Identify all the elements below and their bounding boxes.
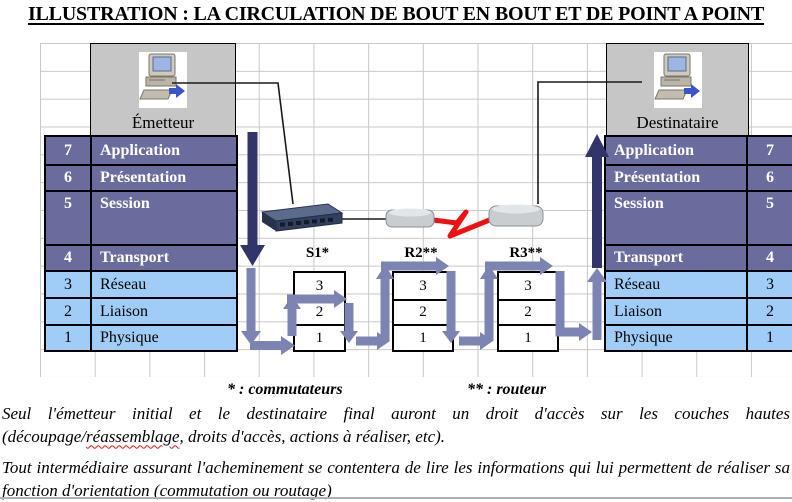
- layer-number: 4: [46, 244, 92, 270]
- router-r2-stack: 3 2 1: [392, 271, 454, 352]
- layer-number: 3: [46, 270, 92, 297]
- layer-name: Liaison: [92, 297, 236, 324]
- layer-name: Physique: [92, 324, 236, 350]
- layer-number: 7: [748, 137, 792, 164]
- layer-number: 5: [748, 190, 792, 244]
- page-title: ILLUSTRATION : LA CIRCULATION DE BOUT EN…: [27, 3, 765, 25]
- device-layer-cell: 1: [295, 324, 344, 350]
- layer-number: 2: [748, 297, 792, 324]
- layer-name: Réseau: [606, 270, 748, 297]
- layer-name: Présentation: [92, 164, 236, 190]
- device-layer-cell: 1: [499, 324, 557, 350]
- receiver-osi-stack: Application 7 Présentation 6 Session 5 T…: [604, 135, 792, 352]
- emitter-computer-icon: [139, 52, 187, 108]
- device-layer-cell: 2: [295, 299, 344, 324]
- layer-number: 7: [46, 137, 92, 164]
- layer-number: 2: [46, 297, 92, 324]
- receiver-box: Destinataire: [606, 43, 749, 137]
- switch-s1-stack: 3 2 1: [293, 271, 346, 352]
- layer-number: 1: [748, 324, 792, 350]
- device-layer-cell: 3: [295, 273, 344, 299]
- body-paragraph-2: Tout intermédiaire assurant l'achemineme…: [2, 458, 790, 500]
- layer-name: Session: [92, 190, 236, 244]
- body-paragraph-1: Seul l'émetteur initial et le destinatai…: [2, 403, 790, 448]
- layer-name: Application: [92, 137, 236, 164]
- device-layer-cell: 3: [394, 273, 452, 299]
- layer-name: Réseau: [92, 270, 236, 297]
- switch-s1-label: S1*: [305, 245, 330, 261]
- device-layer-cell: 2: [394, 299, 452, 324]
- receiver-label: Destinataire: [636, 113, 719, 132]
- device-layer-cell: 2: [499, 299, 557, 324]
- router-r2-label: R2**: [404, 245, 438, 261]
- layer-name: Application: [606, 137, 748, 164]
- body-text: Seul l'émetteur initial et le destinatai…: [2, 403, 790, 502]
- layer-name: Physique: [606, 324, 748, 350]
- footnote-router: ** : routeur: [467, 381, 547, 398]
- device-layer-cell: 1: [394, 324, 452, 350]
- paragraph-text: , droits d'accès, actions à réaliser, et…: [179, 426, 446, 446]
- emitter-osi-stack: 7 Application 6 Présentation 5 Session 4…: [44, 135, 238, 352]
- layer-number: 3: [748, 270, 792, 297]
- bottom-rule: [0, 497, 792, 499]
- layer-number: 1: [46, 324, 92, 350]
- layer-number: 6: [748, 164, 792, 190]
- device-layer-cell: 3: [499, 273, 557, 299]
- layer-number: 5: [46, 190, 92, 244]
- router-r3-stack: 3 2 1: [497, 271, 559, 352]
- footnote-switch: * : commutateurs: [227, 381, 343, 398]
- layer-number: 6: [46, 164, 92, 190]
- layer-name: Présentation: [606, 164, 748, 190]
- router-r3-label: R3**: [509, 245, 543, 261]
- layer-name: Liaison: [606, 297, 748, 324]
- receiver-computer-icon: [653, 52, 702, 108]
- emitter-label: Émetteur: [131, 113, 195, 132]
- emitter-box: Émetteur: [90, 43, 236, 137]
- misspelled-word: réassemblage: [86, 426, 180, 446]
- paragraph-text: Seul l'émetteur initial et le destinatai…: [2, 404, 790, 446]
- layer-name: Session: [606, 190, 748, 244]
- layer-name: Transport: [606, 244, 748, 270]
- layer-number: 4: [748, 244, 792, 270]
- layer-name: Transport: [92, 244, 236, 270]
